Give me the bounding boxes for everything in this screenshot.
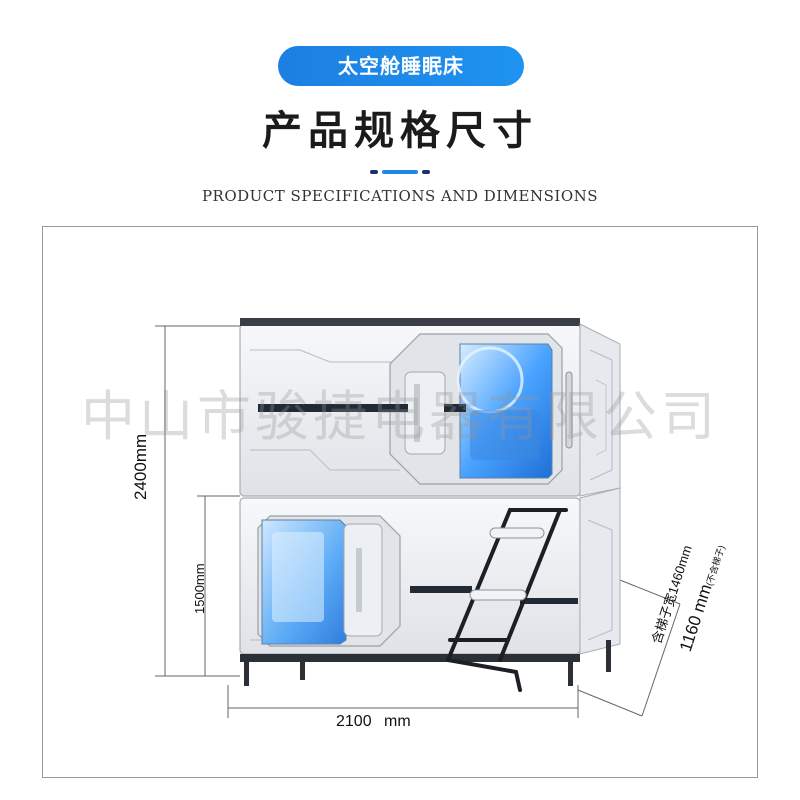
title-accent-line	[370, 170, 430, 174]
lower-capsule	[239, 487, 621, 686]
product-badge: 太空舱睡眠床	[278, 46, 524, 86]
label-width: 2100 mm	[336, 713, 411, 731]
page-subtitle: PRODUCT SPECIFICATIONS AND DIMENSIONS	[201, 187, 599, 205]
label-lower-height: 1500mm	[192, 563, 207, 614]
ladder	[446, 508, 568, 692]
label-width-unit: mm	[384, 713, 411, 730]
upper-capsule	[239, 318, 621, 497]
dim-line-lower-height	[197, 495, 240, 676]
page-title: 产品规格尺寸	[262, 108, 538, 154]
watermark: 中山市骏捷电器有限公司	[81, 385, 719, 448]
dim-line-depth	[577, 577, 681, 717]
label-width-value: 2100	[336, 713, 372, 730]
label-total-height: 2400mm	[131, 433, 150, 500]
dim-line-total-height	[155, 325, 240, 677]
ladder-steps	[469, 527, 545, 601]
diagram-frame	[42, 226, 758, 778]
